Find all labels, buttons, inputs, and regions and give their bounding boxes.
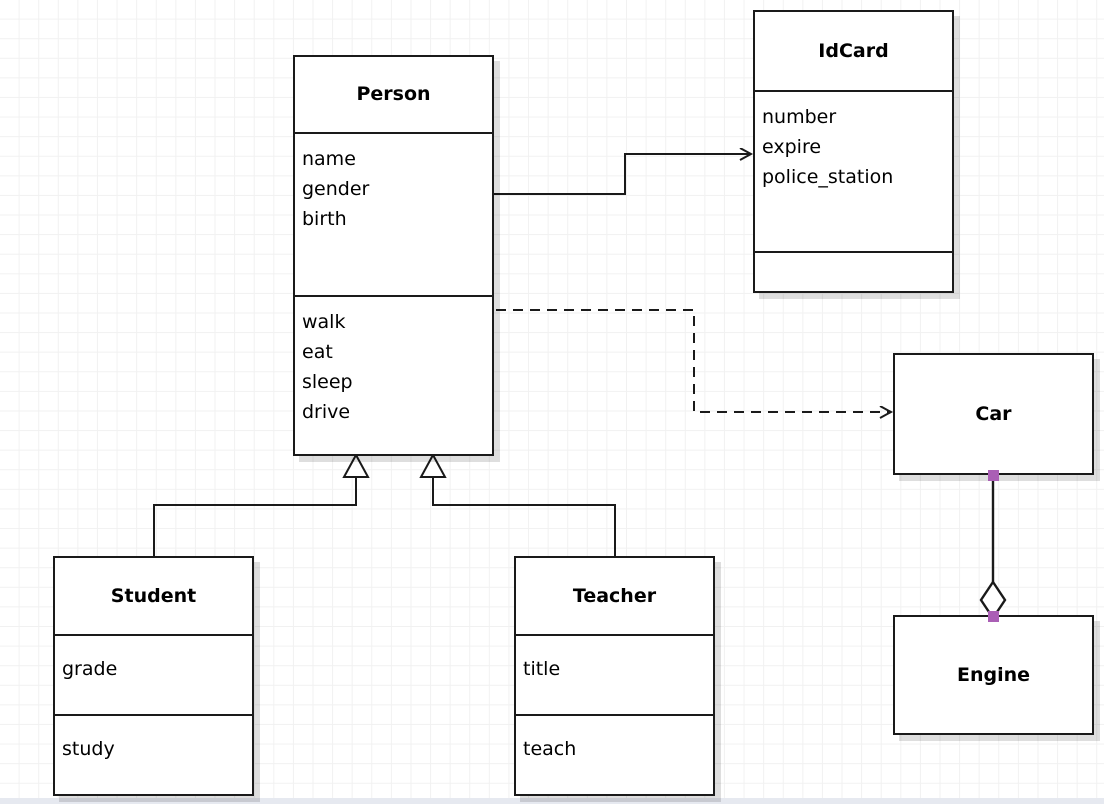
edge-student-person[interactable] bbox=[153, 452, 370, 556]
edge-handle-car-end[interactable] bbox=[988, 470, 999, 481]
attribute-item: police_station bbox=[762, 166, 894, 188]
class-operations-compartment bbox=[755, 251, 952, 291]
class-title-engine: Engine bbox=[956, 663, 1031, 686]
class-name-compartment: Engine bbox=[895, 617, 1092, 733]
class-attributes-compartment: number expire police_station bbox=[755, 90, 952, 251]
attribute-item: number bbox=[762, 106, 837, 128]
attribute-item: grade bbox=[62, 658, 118, 680]
attribute-item: expire bbox=[762, 136, 822, 158]
class-title-teacher: Teacher bbox=[572, 584, 657, 607]
edge-handle-engine-end[interactable] bbox=[988, 611, 999, 622]
edge-car-engine[interactable] bbox=[979, 475, 1007, 621]
class-attributes-compartment: name gender birth bbox=[295, 132, 492, 295]
operation-item: walk bbox=[302, 311, 346, 333]
class-title-car: Car bbox=[975, 402, 1012, 425]
operation-item: sleep bbox=[302, 371, 353, 393]
class-operations-compartment: study bbox=[55, 714, 252, 794]
class-attributes-compartment: title bbox=[516, 634, 713, 714]
operation-item: study bbox=[62, 738, 115, 760]
class-box-engine[interactable]: Engine bbox=[893, 615, 1094, 735]
canvas-bottom-edge bbox=[0, 798, 1104, 804]
attribute-item: birth bbox=[302, 208, 347, 230]
class-box-student[interactable]: Student grade study bbox=[53, 556, 254, 796]
operation-item: eat bbox=[302, 341, 333, 363]
class-name-compartment: Teacher bbox=[516, 558, 713, 634]
class-name-compartment: Student bbox=[55, 558, 252, 634]
class-box-car[interactable]: Car bbox=[893, 353, 1094, 475]
class-name-compartment: Person bbox=[295, 57, 492, 132]
class-name-compartment: Car bbox=[895, 355, 1092, 473]
class-operations-compartment: walk eat sleep drive bbox=[295, 295, 492, 454]
operation-item: teach bbox=[523, 738, 577, 760]
class-title-student: Student bbox=[110, 584, 197, 607]
class-attributes-compartment: grade bbox=[55, 634, 252, 714]
class-name-compartment: IdCard bbox=[755, 12, 952, 90]
class-box-person[interactable]: Person name gender birth walk eat sleep … bbox=[293, 55, 494, 456]
edge-teacher-person[interactable] bbox=[419, 452, 616, 556]
class-operations-compartment: teach bbox=[516, 714, 713, 794]
attribute-item: name bbox=[302, 148, 356, 170]
attribute-item: title bbox=[523, 658, 561, 680]
class-title-person: Person bbox=[356, 83, 431, 105]
class-title-idcard: IdCard bbox=[818, 39, 889, 62]
edge-person-idcard[interactable] bbox=[494, 154, 751, 195]
class-box-teacher[interactable]: Teacher title teach bbox=[514, 556, 715, 796]
attribute-item: gender bbox=[302, 178, 370, 200]
edge-person-car[interactable] bbox=[496, 309, 891, 412]
operation-item: drive bbox=[302, 401, 351, 423]
class-box-idcard[interactable]: IdCard number expire police_station bbox=[753, 10, 954, 293]
